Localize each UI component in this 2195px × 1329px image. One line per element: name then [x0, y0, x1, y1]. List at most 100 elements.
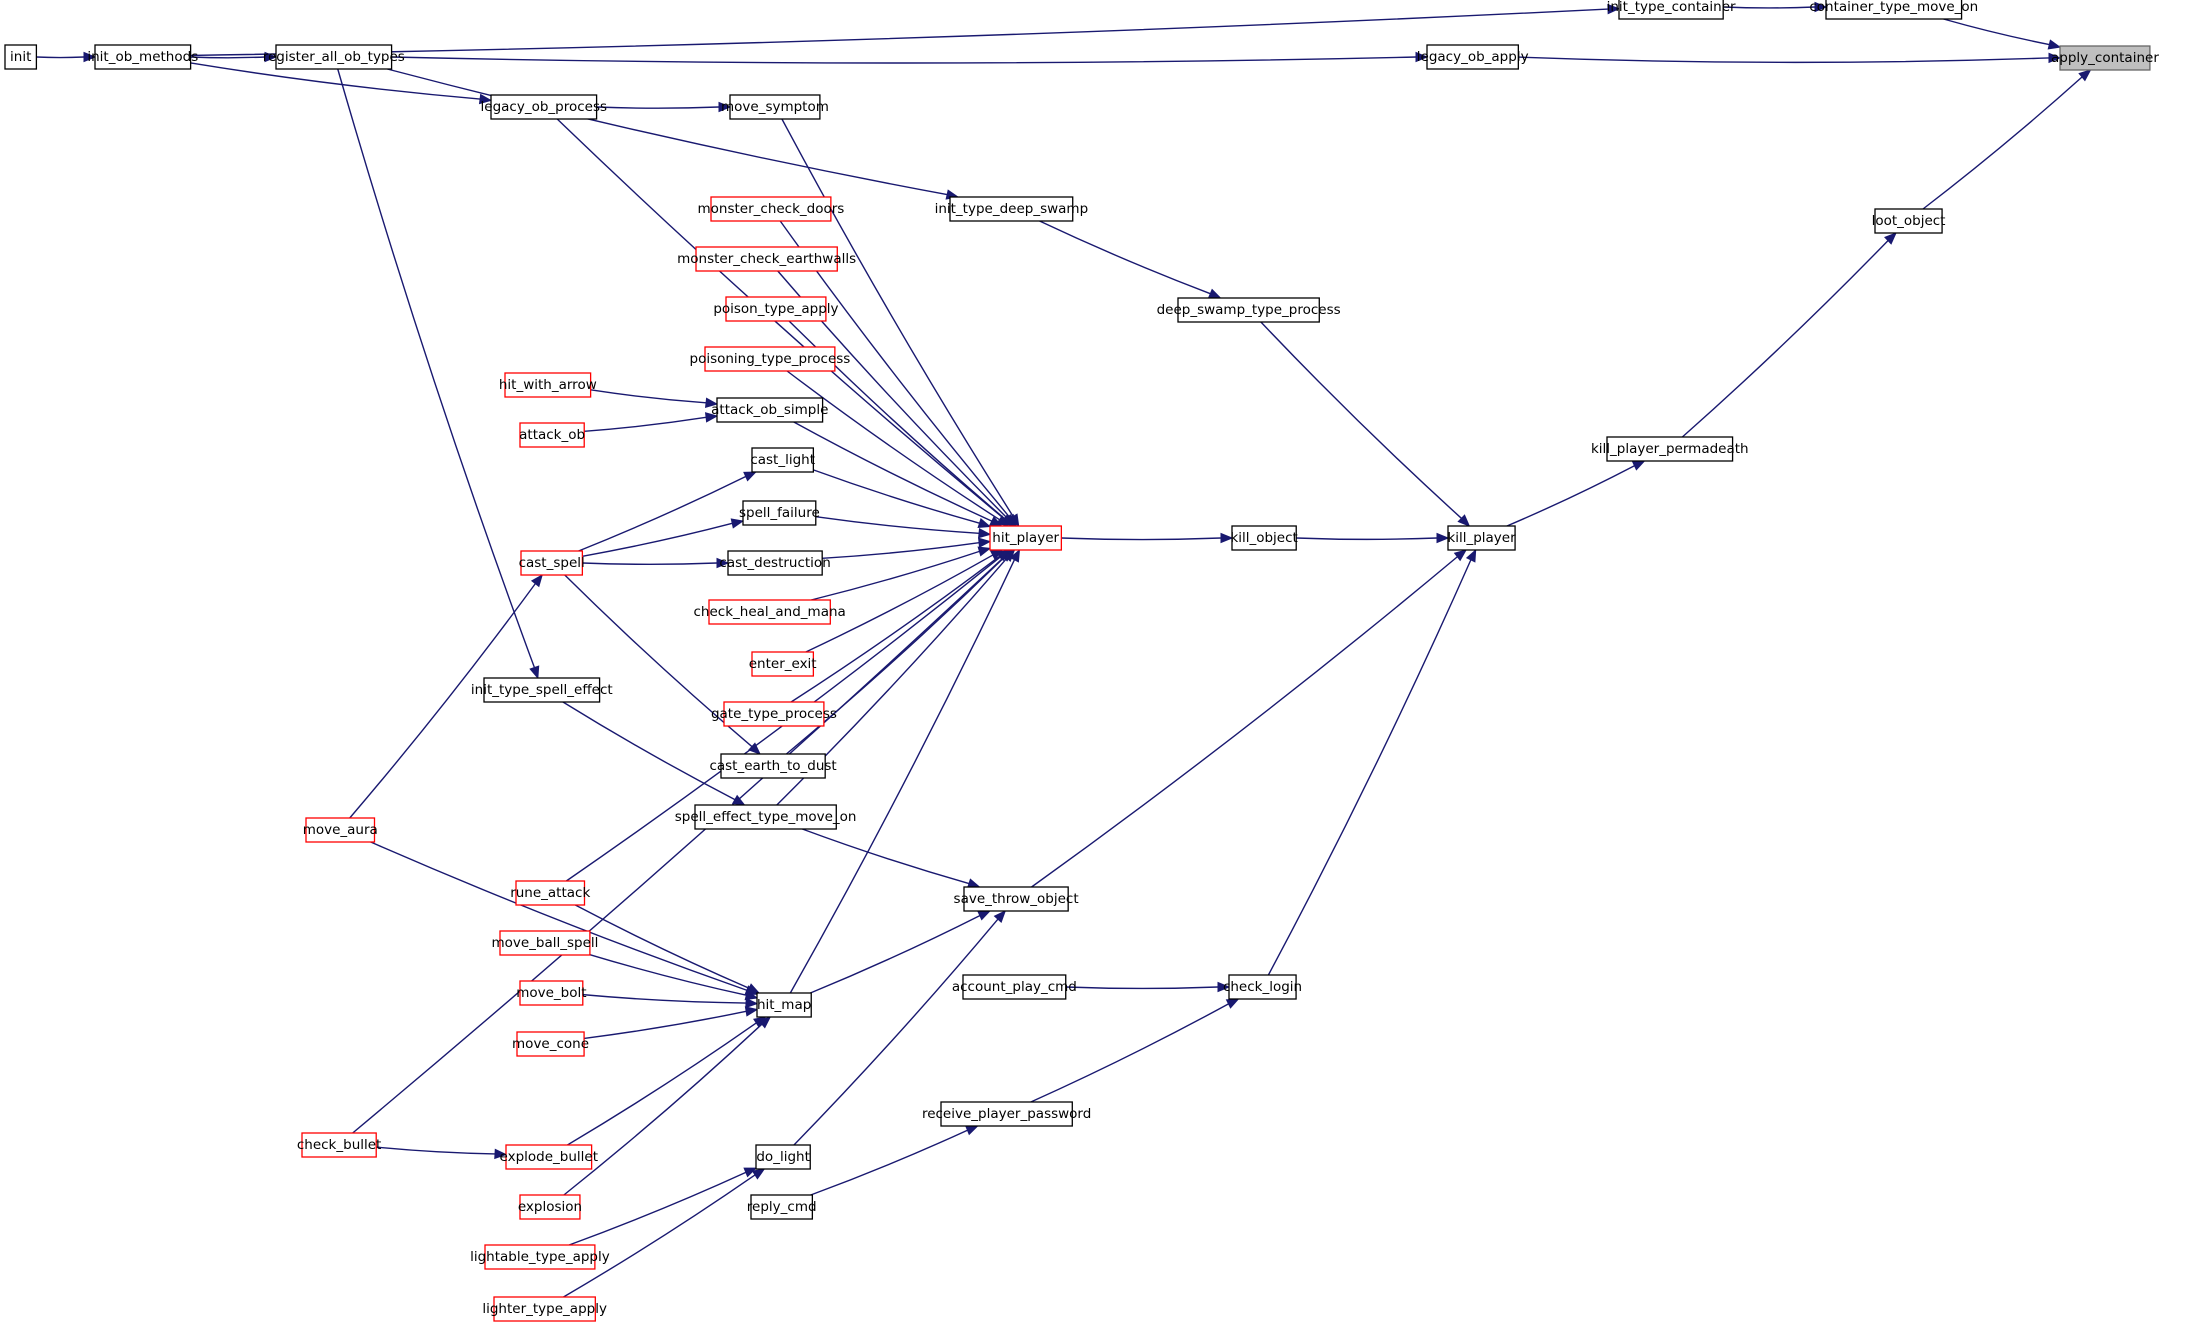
node-attack-ob[interactable]: attack_ob	[519, 422, 585, 448]
node-box	[756, 992, 812, 1018]
edge-line	[805, 554, 994, 653]
node-receive-player-password[interactable]: receive_player_password	[922, 1101, 1091, 1127]
node-box	[694, 804, 837, 830]
node-move-symptom[interactable]: move_symptom	[721, 94, 829, 120]
node-monster-check-doors[interactable]: monster_check_doors	[698, 196, 845, 222]
edge-line	[352, 556, 1005, 1134]
node-explosion[interactable]: explosion	[518, 1194, 582, 1220]
node-enter-exit[interactable]: enter_exit	[749, 651, 817, 677]
node-do-light[interactable]: do_light	[755, 1144, 811, 1170]
edge-line	[781, 118, 1014, 517]
node-label: cast_light	[750, 452, 815, 468]
node-deep-swamp-type-process[interactable]: deep_swamp_type_process	[1157, 297, 1341, 323]
node-kill-player-permadeath[interactable]: kill_player_permadeath	[1591, 436, 1749, 462]
arrowhead-icon	[1465, 548, 1477, 563]
arrowhead-icon	[978, 527, 992, 539]
node-move-bolt[interactable]: move_bolt	[516, 980, 587, 1006]
edge-line	[1681, 240, 1889, 438]
arrowhead-icon	[1415, 51, 1429, 63]
node-poisoning-type-process[interactable]: poisoning_type_process	[690, 346, 851, 372]
node-label: do_light	[756, 1149, 810, 1165]
arrowhead-icon	[746, 983, 761, 994]
edge-attack-ob-simple-to-hit-player	[793, 421, 1003, 527]
node-label: legacy_ob_process	[481, 99, 608, 115]
edge-line	[589, 953, 747, 996]
node-move-aura[interactable]: move_aura	[303, 817, 378, 843]
arrowhead-icon	[743, 471, 757, 482]
arrowhead-icon	[751, 1168, 766, 1180]
node-check-heal-and-mana[interactable]: check_heal_and_mana	[693, 599, 846, 625]
node-attack-ob-simple[interactable]: attack_ob_simple	[711, 397, 828, 423]
node-move-ball-spell[interactable]: move_ball_spell	[491, 930, 598, 956]
node-label: receive_player_password	[922, 1106, 1091, 1122]
edge-line	[810, 1129, 968, 1196]
node-check-login[interactable]: check_login	[1223, 974, 1302, 1000]
node-poison-type-apply[interactable]: poison_type_apply	[713, 296, 839, 322]
node-legacy-ob-apply[interactable]: legacy_ob_apply	[1417, 44, 1529, 70]
node-account-play-cmd[interactable]: account_play_cmd	[952, 974, 1077, 1000]
edge-line	[1922, 76, 2083, 210]
node-spell-failure[interactable]: spell_failure	[739, 500, 820, 526]
node-hit-map[interactable]: hit_map	[756, 992, 812, 1018]
edge-line	[337, 68, 536, 668]
arrowhead-icon	[744, 1006, 759, 1017]
edge-move-aura-to-hit-map	[370, 841, 759, 995]
node-init-ob-methods[interactable]: init_ob_methods	[87, 44, 198, 70]
arrowhead-icon	[1225, 998, 1240, 1009]
node-apply-container[interactable]: apply_container	[2051, 45, 2159, 71]
edge-register-all-ob-types-to-init-type-spell-effect	[337, 68, 540, 680]
edge-line	[1723, 6, 1816, 9]
edge-line	[562, 701, 736, 801]
node-legacy-ob-process[interactable]: legacy_ob_process	[481, 94, 608, 120]
node-monster-check-earthwalls[interactable]: monster_check_earthwalls	[677, 246, 856, 272]
node-lighter-type-apply[interactable]: lighter_type_apply	[482, 1296, 607, 1322]
edge-move-cone-to-hit-map	[583, 1006, 759, 1040]
node-reply-cmd[interactable]: reply_cmd	[747, 1194, 817, 1220]
node-cast-spell[interactable]: cast_spell	[519, 550, 585, 576]
node-box	[490, 94, 598, 120]
node-hit-with-arrow[interactable]: hit_with_arrow	[499, 372, 597, 398]
node-save-throw-object[interactable]: save_throw_object	[954, 886, 1079, 912]
node-label: deep_swamp_type_process	[1157, 302, 1341, 318]
node-label: enter_exit	[749, 656, 817, 672]
node-gate-type-process[interactable]: gate_type_process	[711, 701, 837, 727]
node-hit-player[interactable]: hit_player	[989, 525, 1063, 551]
node-cast-destruction[interactable]: cast_destruction	[719, 550, 831, 576]
node-lightable-type-apply[interactable]: lightable_type_apply	[470, 1244, 610, 1270]
node-init[interactable]: init	[4, 44, 38, 70]
node-init-type-deep-swamp[interactable]: init_type_deep_swamp	[935, 196, 1089, 222]
node-cast-earth-to-dust[interactable]: cast_earth_to_dust	[709, 753, 837, 779]
node-register-all-ob-types[interactable]: register_all_ob_types	[263, 44, 405, 70]
node-cast-light[interactable]: cast_light	[750, 447, 815, 473]
arrowhead-icon	[718, 101, 732, 113]
node-check-bullet[interactable]: check_bullet	[297, 1132, 382, 1158]
arrowhead-icon	[529, 665, 540, 680]
edge-cast-spell-to-cast-destruction	[582, 557, 730, 569]
node-box	[962, 974, 1067, 1000]
edge-line	[556, 118, 1005, 520]
node-label: rune_attack	[510, 885, 590, 901]
arrowhead-icon	[977, 546, 992, 557]
node-label: kill_player	[1447, 530, 1516, 546]
edge-enter-exit-to-hit-player	[805, 549, 1004, 653]
node-label: poison_type_apply	[713, 301, 838, 317]
node-init-type-container[interactable]: init_type_container	[1607, 0, 1736, 20]
node-move-cone[interactable]: move_cone	[512, 1031, 589, 1057]
node-loot-object[interactable]: loot_object	[1872, 208, 1946, 234]
edge-init-ob-methods-to-legacy-ob-process	[190, 62, 493, 105]
edge-move-ball-spell-to-hit-map	[589, 953, 759, 1001]
edge-legacy-ob-apply-to-apply-container	[1518, 52, 2062, 64]
node-label: save_throw_object	[954, 891, 1079, 907]
arrowhead-icon	[743, 1167, 758, 1178]
node-container-type-move-on[interactable]: container_type_move_on	[1809, 0, 1978, 20]
edge-kill-object-to-kill-player	[1296, 532, 1450, 544]
node-box	[750, 1194, 814, 1220]
node-kill-player[interactable]: kill_player	[1447, 525, 1516, 551]
node-box	[520, 550, 584, 576]
node-kill-object[interactable]: kill_object	[1230, 525, 1298, 551]
node-box	[949, 196, 1074, 222]
node-init-type-spell-effect[interactable]: init_type_spell_effect	[471, 677, 613, 703]
node-rune-attack[interactable]: rune_attack	[510, 880, 590, 906]
node-explode-bullet[interactable]: explode_bullet	[500, 1144, 599, 1170]
node-spell-effect-type-move-on[interactable]: spell_effect_type_move_on	[675, 804, 857, 830]
